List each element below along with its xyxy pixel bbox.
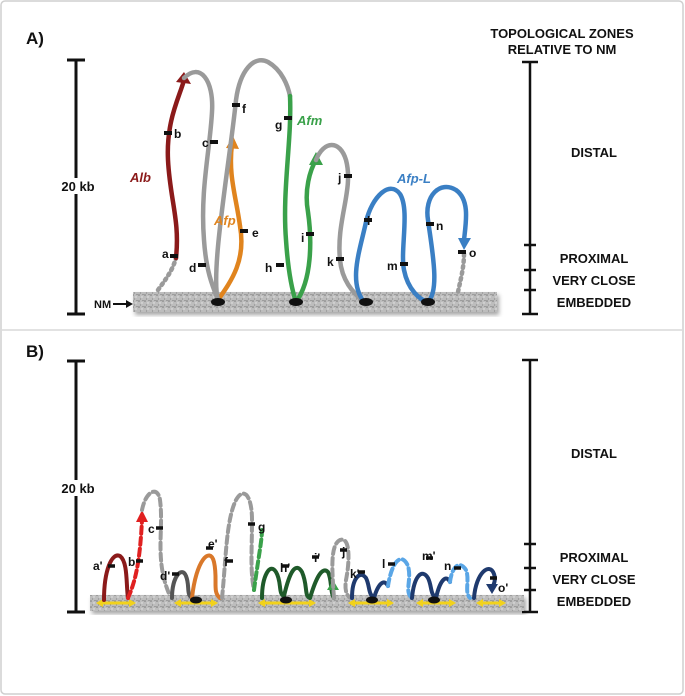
point-h-prime: h': [280, 561, 290, 575]
point-j: j: [337, 171, 341, 185]
point-n-b: n: [444, 559, 451, 573]
matrix-anchors-b: [190, 596, 440, 604]
zone-embedded-b: EMBEDDED: [557, 594, 631, 609]
loop-b-c-d: [181, 69, 221, 303]
point-k-prime: k': [350, 567, 360, 581]
loop-o-dotted-end: [455, 251, 467, 295]
b-lightblue-dashed-2: [448, 563, 472, 600]
probe-ticks-a: [164, 103, 466, 267]
gene-afpl-arrowhead: [458, 238, 471, 250]
panel-b-label: B): [26, 342, 44, 361]
point-m: m: [387, 259, 398, 273]
point-o-prime: o': [498, 581, 508, 595]
zone-ruler-a: [522, 60, 538, 316]
scale-label-bg-a: [54, 178, 102, 194]
point-e: e: [252, 226, 259, 240]
point-k: k: [327, 255, 334, 269]
zones-header-line2: RELATIVE TO NM: [508, 42, 617, 57]
gene-afm-path-up: [293, 157, 319, 305]
zone-ruler-b: [522, 358, 538, 614]
gene-label-alb: Alb: [129, 170, 151, 185]
zone-very-close-a: VERY CLOSE: [552, 273, 635, 288]
gene-label-afp: Afp: [213, 213, 236, 228]
point-l-b: l: [382, 557, 385, 571]
chromatin-loops-b: [102, 489, 498, 602]
zone-distal-b: DISTAL: [571, 446, 617, 461]
b-gray-dashed-1: [140, 489, 172, 598]
b-gray-dashed-3: [330, 537, 354, 600]
b-darkblue-k: [350, 573, 390, 602]
nuclear-matrix-a: [133, 292, 497, 312]
point-c: c: [202, 136, 209, 150]
gene-afpl-loop1: [353, 186, 431, 305]
scale-label-a: 20 kb: [61, 179, 94, 194]
b-darkblue-m: [410, 571, 452, 602]
probe-ticks-b: [108, 522, 497, 580]
point-o: o: [469, 246, 476, 260]
point-b: b: [174, 127, 181, 141]
zone-embedded-a: EMBEDDED: [557, 295, 631, 310]
b-blue-arrowhead: [486, 584, 498, 594]
loop-e-f: [213, 58, 293, 303]
b-alb-loop: [102, 553, 130, 602]
b-red-dashed: [126, 518, 144, 600]
point-e-prime: e': [208, 537, 218, 551]
gene-label-afpl: Afp-L: [396, 171, 431, 186]
nm-label: NM: [94, 299, 111, 311]
zone-distal-a: DISTAL: [571, 145, 617, 160]
b-gray-dashed-2: [220, 491, 256, 600]
gene-afp-path: [215, 141, 244, 303]
gene-afpl-loop2: [425, 184, 469, 305]
matrix-anchors-a: [211, 298, 435, 306]
zone-proximal-a: PROXIMAL: [560, 251, 629, 266]
b-red-arrowhead: [136, 510, 148, 522]
point-f-b: f: [224, 555, 229, 569]
point-g: g: [275, 118, 282, 132]
point-b-b: b: [128, 555, 135, 569]
loop-i-j-k: [313, 142, 367, 305]
point-d: d: [189, 261, 196, 275]
b-darkgreen-loops: [260, 565, 312, 600]
b-afp-loop: [190, 553, 222, 600]
point-i: i: [301, 231, 304, 245]
point-a-prime: a': [93, 559, 103, 573]
loop-a-dotted-start: [155, 255, 179, 293]
point-j-b: j: [341, 545, 345, 559]
point-i-prime: i': [314, 551, 320, 565]
nm-arrow-head: [126, 300, 133, 308]
b-gray-small: [170, 570, 194, 600]
point-f: f: [242, 102, 247, 116]
point-a: a: [162, 247, 169, 261]
gene-label-afm: Afm: [296, 113, 323, 128]
point-l: l: [367, 214, 370, 228]
point-d-prime: d': [160, 569, 170, 583]
panel-a-label: A): [26, 29, 44, 48]
gene-afm-path-down: [282, 93, 299, 305]
point-h: h: [265, 261, 272, 275]
scale-label-bg-b: [54, 480, 102, 496]
chromatin-loops-a: [155, 58, 471, 305]
point-g-b: g: [258, 520, 265, 534]
scale-label-b: 20 kb: [61, 481, 94, 496]
b-lightblue-dashed-1: [386, 557, 414, 600]
zones-header-line1: TOPOLOGICAL ZONES: [490, 26, 634, 41]
point-c-b: c: [148, 522, 155, 536]
gene-alb-path: [165, 77, 187, 261]
point-m-prime: m': [422, 549, 436, 563]
b-green-dashed: [252, 528, 264, 592]
zone-very-close-b: VERY CLOSE: [552, 572, 635, 587]
point-n: n: [436, 219, 443, 233]
zone-proximal-b: PROXIMAL: [560, 550, 629, 565]
